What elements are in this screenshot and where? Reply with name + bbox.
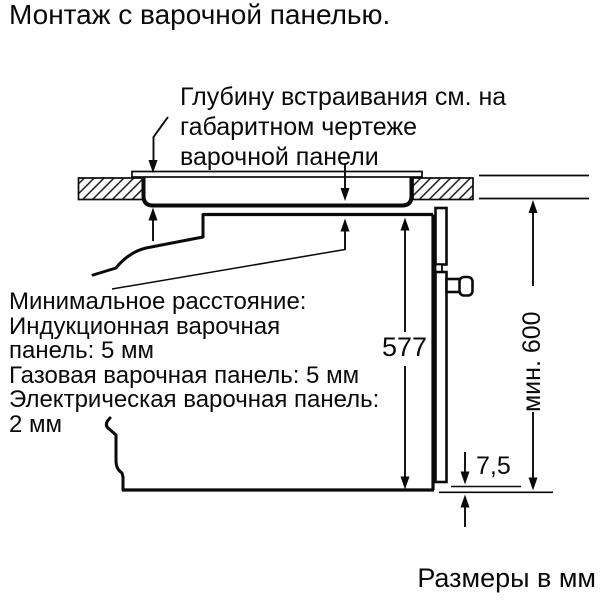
units-note: Размеры в мм	[417, 563, 596, 593]
min-distance-leader	[111, 248, 346, 290]
hob-bottom-arrow-up	[148, 207, 158, 221]
page-title: Монтаж с варочной панелью.	[9, 0, 391, 30]
door-handle-grip	[458, 275, 474, 297]
dimension-label-min-600: мин. 600	[518, 311, 546, 412]
oven-break-line-upper	[91, 213, 205, 277]
countertop	[77, 174, 589, 201]
control-panel-front	[434, 206, 448, 266]
countertop-left-section	[77, 177, 144, 201]
dim-577-arrow-down	[400, 476, 410, 490]
countertop-continuation-lines	[479, 174, 589, 200]
dim-600-arrow-up	[528, 200, 538, 213]
countertop-right-section	[412, 177, 474, 201]
hob	[131, 170, 423, 208]
oven-top-and-front	[203, 212, 435, 490]
dimension-arrows	[111, 116, 553, 527]
dim-75-ref-lines	[439, 485, 553, 494]
oven-door	[434, 206, 474, 484]
min-distance-arrow-up	[340, 218, 350, 232]
door-front-panel	[434, 270, 448, 484]
oven	[91, 212, 435, 492]
oven-break-line-lower	[104, 416, 125, 492]
dim-75-arrow-down	[460, 471, 470, 485]
depth-arrow-down-2	[340, 188, 350, 201]
dimension-label-577: 577	[382, 332, 428, 362]
dimension-label-7-5: 7,5	[476, 452, 511, 480]
dim-577-arrow-up	[400, 217, 410, 231]
hob-glass-top	[131, 170, 423, 178]
min-distance-note-text: Минимальное расстояние: Индукционная вар…	[9, 288, 380, 438]
hob-tub	[141, 176, 414, 208]
dim-75-arrow-up	[460, 494, 470, 508]
dim-600-arrow-down	[528, 477, 538, 491]
depth-leader-line	[152, 116, 169, 161]
depth-arrow-down	[148, 160, 158, 173]
depth-note-text: Глубину встраивания см. на габаритном че…	[180, 83, 507, 171]
